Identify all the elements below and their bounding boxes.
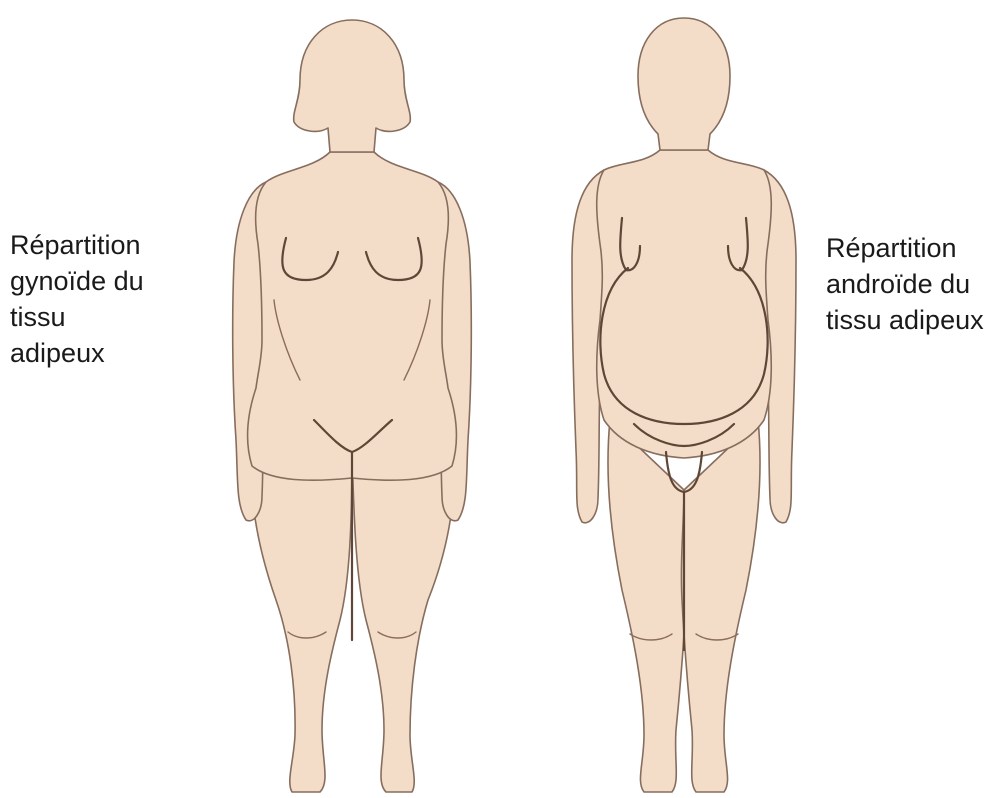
- android-right-leg: [681, 420, 760, 792]
- gynoid-figure: [233, 20, 472, 792]
- gynoid-right-leg: [352, 440, 454, 792]
- gynoid-caption-line-4: adipeux: [10, 335, 144, 371]
- gynoid-caption-line-1: Répartition: [10, 227, 144, 263]
- gynoid-head: [294, 20, 411, 152]
- android-caption: Répartition androïde du tissu adipeux: [826, 230, 984, 338]
- android-torso: [597, 150, 772, 458]
- gynoid-caption-line-2: gynoïde du: [10, 263, 144, 299]
- android-figure: [572, 18, 796, 792]
- gynoid-left-leg: [251, 440, 352, 792]
- gynoid-caption-line-3: tissu: [10, 299, 144, 335]
- android-caption-line-2: androïde du: [826, 266, 984, 302]
- android-caption-line-1: Répartition: [826, 230, 984, 266]
- android-caption-line-3: tissu adipeux: [826, 302, 984, 338]
- gynoid-torso: [248, 152, 457, 480]
- android-left-leg: [608, 420, 687, 792]
- gynoid-caption: Répartition gynoïde du tissu adipeux: [10, 227, 144, 371]
- android-head: [638, 18, 730, 150]
